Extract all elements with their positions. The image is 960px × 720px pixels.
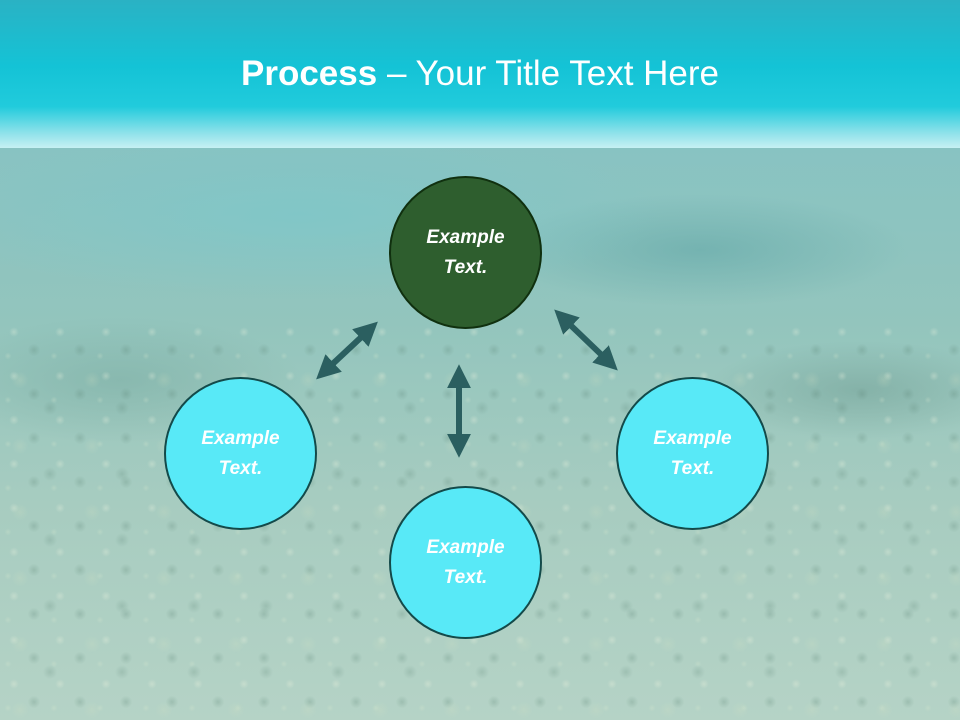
node-top-line2: Text.: [443, 256, 488, 278]
node-top-line1: Example: [426, 226, 505, 248]
arrow-top-right: [554, 309, 618, 371]
node-bottom-text: Example Text.: [406, 533, 526, 593]
node-left-text: Example Text.: [181, 424, 301, 484]
node-bottom-line2: Text.: [443, 566, 488, 588]
process-node-right[interactable]: Example Text.: [616, 377, 769, 530]
process-node-top[interactable]: Example Text.: [389, 176, 542, 329]
title-band: [0, 0, 960, 148]
node-left-line2: Text.: [218, 457, 263, 479]
node-right-line2: Text.: [670, 457, 715, 479]
title-bold: Process: [241, 54, 378, 93]
slide-title[interactable]: Process – Your Title Text Here: [0, 52, 960, 96]
node-right-text: Example Text.: [633, 424, 753, 484]
arrow-top-left: [316, 321, 378, 380]
process-node-left[interactable]: Example Text.: [164, 377, 317, 530]
node-bottom-line1: Example: [426, 536, 505, 558]
title-rest: – Your Title Text Here: [377, 54, 719, 93]
node-left-line1: Example: [201, 427, 280, 449]
node-top-text: Example Text.: [406, 223, 526, 283]
process-node-bottom[interactable]: Example Text.: [389, 486, 542, 639]
node-right-line1: Example: [653, 427, 732, 449]
